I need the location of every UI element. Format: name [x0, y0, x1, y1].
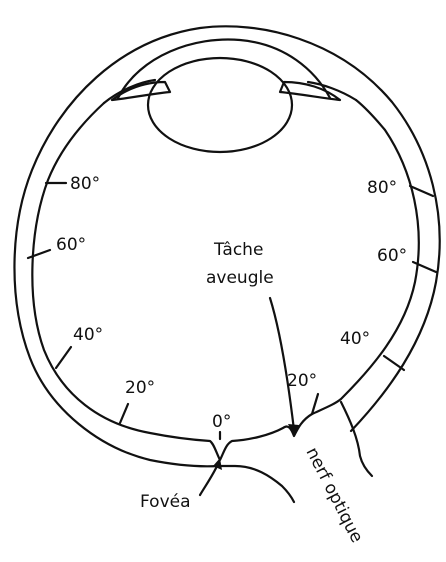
tick-left-20: [120, 404, 128, 423]
cornea: [118, 39, 330, 98]
lens: [148, 58, 292, 152]
optic-nerve-label: nerf optique: [302, 444, 367, 546]
fovea-label: Fovéa: [140, 492, 191, 512]
angle-label-right-40: 40°: [340, 329, 370, 349]
tick-left-40: [56, 347, 71, 368]
angle-label-left-40: 40°: [73, 325, 103, 345]
angle-label-right-20: 20°: [287, 371, 317, 391]
angle-label-left-60: 60°: [56, 235, 86, 255]
angle-label-left-80: 80°: [70, 174, 100, 194]
fovea-arrow: [200, 464, 218, 495]
tick-right-40: [384, 356, 404, 370]
blind-spot-label-line1: Tâche: [213, 240, 263, 260]
angle-label-right-80: 80°: [367, 178, 397, 198]
blind-spot-arrow: [270, 298, 294, 430]
angle-label-right-60: 60°: [377, 246, 407, 266]
blind-spot-label-line2: aveugle: [206, 268, 274, 288]
angle-label-left-20: 20°: [125, 378, 155, 398]
tick-left-60: [28, 250, 50, 258]
angle-label-center-0: 0°: [212, 412, 231, 432]
